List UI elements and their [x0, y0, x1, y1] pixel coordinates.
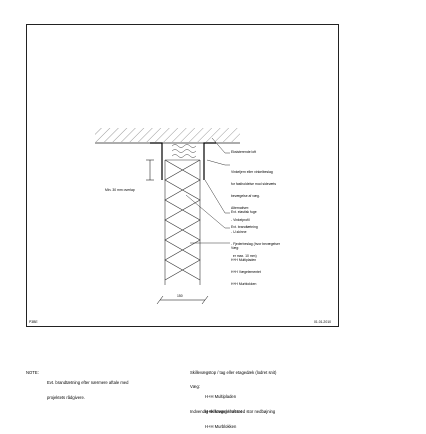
overlap-dimension	[146, 159, 154, 181]
dimension-value: 150	[177, 294, 183, 298]
callout-elastic-joint: Evt. elastisk fuge	[231, 210, 257, 214]
wall-label: Væg:	[190, 384, 201, 389]
drawing-subtitle: Indvendig skillevæg / loft med stor nedb…	[190, 409, 276, 414]
callout-fire-sealing: Evt. brandtætning	[231, 225, 258, 229]
note-label: NOTE:	[26, 370, 39, 375]
callout-wall: Væg: H+H Multipladen H+H Vægelementet H+…	[231, 246, 261, 286]
wall	[164, 159, 201, 285]
callout-angle-bracket: Vinkeljern eller vinkelbeslag for fastho…	[231, 170, 280, 258]
leader-lines	[185, 137, 230, 244]
elastic-joint	[171, 144, 197, 158]
drawing-title: Skillevægstop / tag eller etagedæk (lodr…	[190, 370, 277, 375]
width-dimension	[156, 295, 209, 305]
drawing-code: P3BE	[29, 320, 38, 324]
ceiling-slab	[95, 128, 240, 142]
overlap-label: Min. 30 mm overlap	[105, 188, 135, 192]
callout-existing-ceiling: Eksisterende loft	[231, 150, 257, 154]
note-text: Evt. brandtætning efter nærmere aftale m…	[47, 380, 129, 400]
drawing-frame	[26, 24, 339, 327]
drawing-date: 01.01.2010	[314, 320, 331, 324]
angle-brackets	[150, 142, 216, 180]
